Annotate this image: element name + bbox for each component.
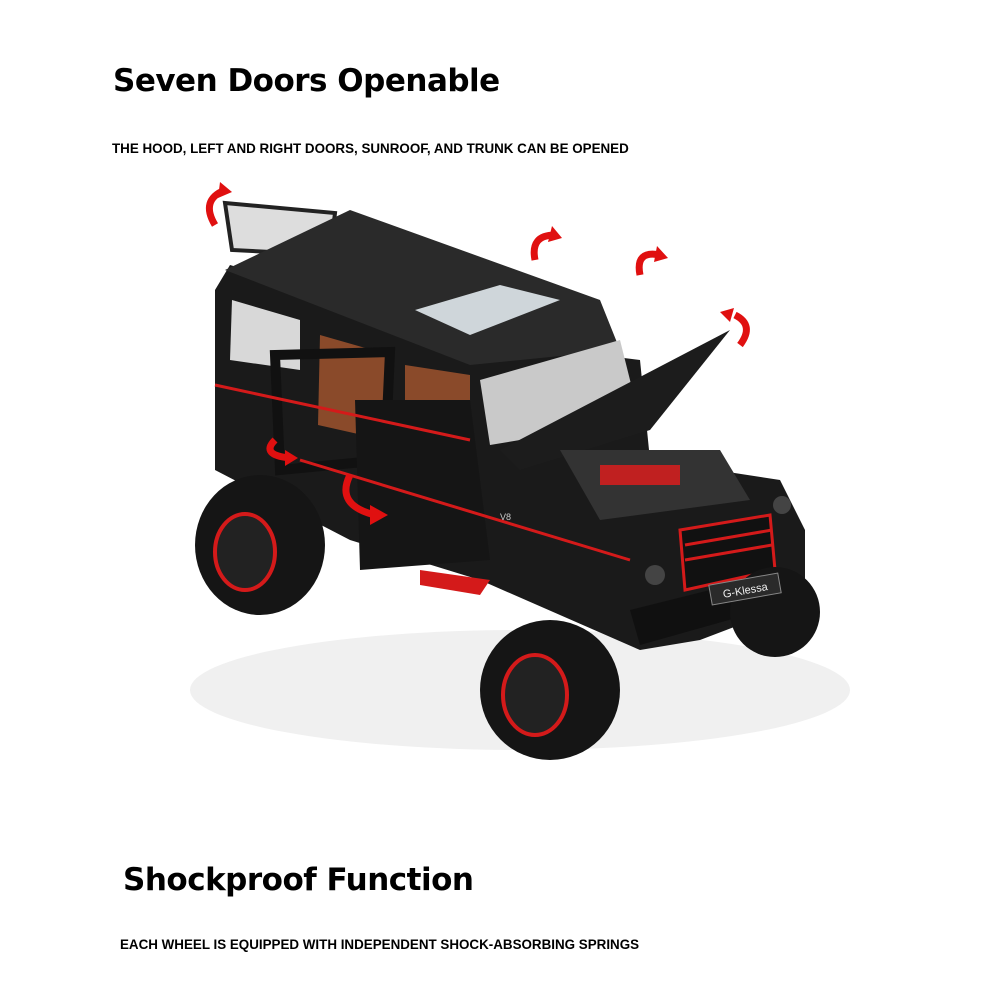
sunroof xyxy=(415,285,560,335)
wheel-rear-left xyxy=(195,475,325,615)
v8-badge: V8 xyxy=(500,512,511,522)
car-roof xyxy=(225,210,620,365)
section-subtitle-shockproof: EACH WHEEL IS EQUIPPED WITH INDEPENDENT … xyxy=(120,937,640,952)
arrow-icon xyxy=(342,473,376,519)
section-title-shockproof: Shockproof Function xyxy=(123,862,474,898)
left-rear-door xyxy=(355,400,490,570)
hood xyxy=(500,330,730,470)
section-title-doors: Seven Doors Openable xyxy=(113,63,500,99)
license-plate: G-Klessa xyxy=(708,572,782,606)
arrow-icon xyxy=(733,311,750,348)
section-subtitle-doors: THE HOOD, LEFT AND RIGHT DOORS, SUNROOF,… xyxy=(112,141,629,156)
wheel-front-left xyxy=(480,620,620,760)
